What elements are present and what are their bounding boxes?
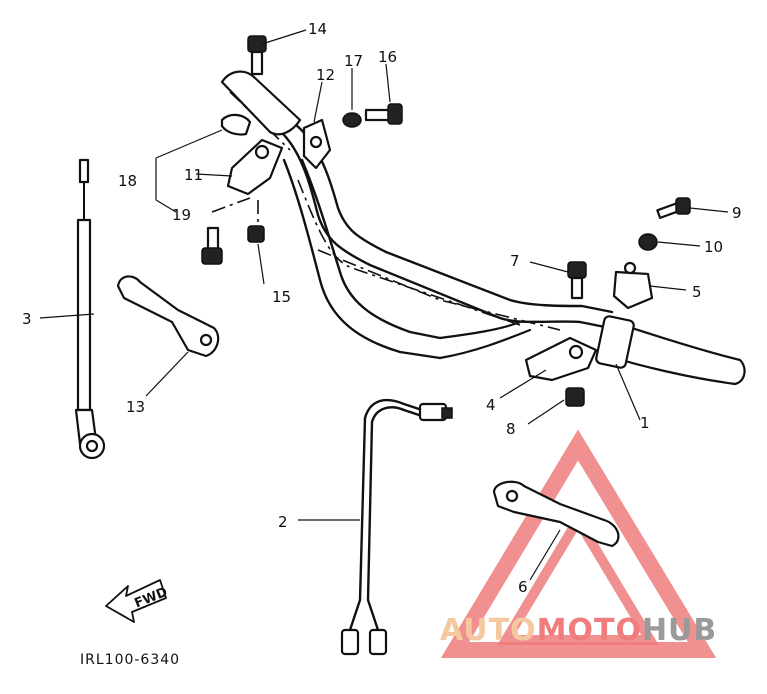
washer-17	[342, 112, 362, 128]
bolt-16	[364, 103, 403, 125]
callout-5: 5	[692, 283, 702, 301]
nut-15	[247, 225, 265, 243]
callout-14: 14	[308, 20, 327, 38]
nut-8	[565, 387, 585, 407]
watermark-moto: MOTO	[537, 613, 642, 648]
bolt-19	[201, 226, 223, 265]
callout-17: 17	[344, 52, 363, 70]
callout-10: 10	[704, 238, 723, 256]
cable-3	[74, 158, 106, 460]
diagram-code: IRL100-6340	[80, 652, 180, 668]
callout-15: 15	[272, 288, 291, 306]
callout-6: 6	[518, 578, 528, 596]
callout-8: 8	[506, 420, 516, 438]
callout-12: 12	[316, 66, 335, 84]
watermark-text: AUTOMOTOHUB	[440, 613, 717, 648]
washer-10	[638, 233, 658, 251]
callout-11: 11	[184, 166, 203, 184]
handlebar	[220, 70, 746, 386]
leader-lines	[39, 29, 729, 581]
callout-numbers: 1 2 3 4 5 6 7 8 9 10 11 12 13 14 15 16 1…	[22, 20, 742, 596]
callout-3: 3	[22, 310, 32, 328]
lever-holder-4	[524, 336, 598, 382]
lever-6	[492, 480, 620, 548]
callout-7: 7	[510, 252, 520, 270]
centre-line-19	[211, 197, 251, 213]
cover-5	[612, 261, 654, 310]
callout-9: 9	[732, 204, 742, 222]
bracket-12	[302, 118, 332, 170]
bolt-7	[567, 261, 587, 300]
bolt-9	[656, 197, 691, 219]
callout-13: 13	[126, 398, 145, 416]
callout-4: 4	[486, 396, 496, 414]
left-clamp	[220, 113, 284, 196]
lever-13	[116, 275, 220, 358]
watermark-logo	[440, 429, 717, 658]
wire-2	[340, 398, 453, 656]
callout-1: 1	[640, 414, 650, 432]
callout-2: 2	[278, 513, 288, 531]
callout-18: 18	[118, 172, 137, 190]
fwd-arrow-icon: FWD	[105, 579, 170, 623]
watermark-hub: HUB	[642, 613, 717, 648]
callout-16: 16	[378, 48, 397, 66]
watermark-auto: AUTO	[440, 613, 537, 648]
callout-19: 19	[172, 206, 191, 224]
bolt-14	[247, 35, 267, 76]
